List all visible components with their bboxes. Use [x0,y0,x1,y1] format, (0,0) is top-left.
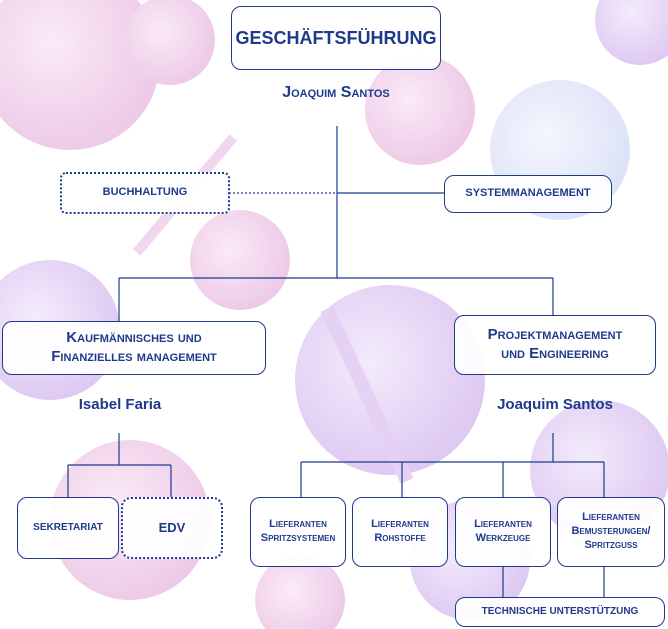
supplier-raw-materials-line2: Rohstoffe [374,532,426,544]
supplier-tools-line1: Lieferanten [474,518,532,531]
project-engineering-line1: Projektmanagement [487,326,623,344]
supplier-raw-materials-line1: Lieferanten [371,518,429,531]
project-engineering-head: Joaquim Santos [497,396,613,413]
commercial-finance-line1: Kaufmännisches und [66,329,202,347]
commercial-finance-head: Isabel Faria [78,396,162,413]
supplier-raw-materials-box: Lieferanten Rohstoffe [352,497,448,567]
supplier-tools-box: Lieferanten Werkzeuge [455,497,551,567]
ceo-box: GESCHÄFTSFÜHRUNG [231,6,441,70]
supplier-injection-systems-line1: Lieferanten [269,518,327,531]
accounting-box: BUCHHALTUNG [60,172,230,214]
system-management-label: SYSTEMMANAGEMENT [465,187,591,200]
supplier-injection-systems-box: Lieferanten Spritzsystemen [250,497,346,567]
technical-support-label: TECHNISCHE UNTERSTÜTZUNG [481,605,639,617]
accounting-label: BUCHHALTUNG [102,186,188,199]
project-engineering-box: Projektmanagement und Engineering [454,315,656,375]
system-management-box: SYSTEMMANAGEMENT [444,175,612,213]
supplier-sampling-molding-line2: Bemusterungen/ [571,525,651,538]
supplier-tools-line2: Werkzeuge [475,532,531,544]
supplier-sampling-molding-box: Lieferanten Bemusterungen/ Spritzguss [557,497,665,567]
technical-support-box: TECHNISCHE UNTERSTÜTZUNG [455,597,665,627]
supplier-injection-systems-line2: Spritzsystemen [260,532,336,544]
ceo-name: Joaquim Santos [282,84,390,101]
secretariat-box: SEKRETARIAT [17,497,119,559]
ceo-title: GESCHÄFTSFÜHRUNG [235,27,437,48]
project-engineering-line2: und Engineering [501,345,609,362]
secretariat-label: SEKRETARIAT [33,521,103,533]
supplier-sampling-molding-line1: Lieferanten [582,511,640,524]
commercial-finance-line2: Finanzielles management [51,348,217,365]
edp-box: EDV [121,497,223,559]
supplier-sampling-molding-line3: Spritzguss [584,538,638,551]
edp-label: EDV [158,519,186,535]
commercial-finance-box: Kaufmännisches und Finanzielles manageme… [2,321,266,375]
